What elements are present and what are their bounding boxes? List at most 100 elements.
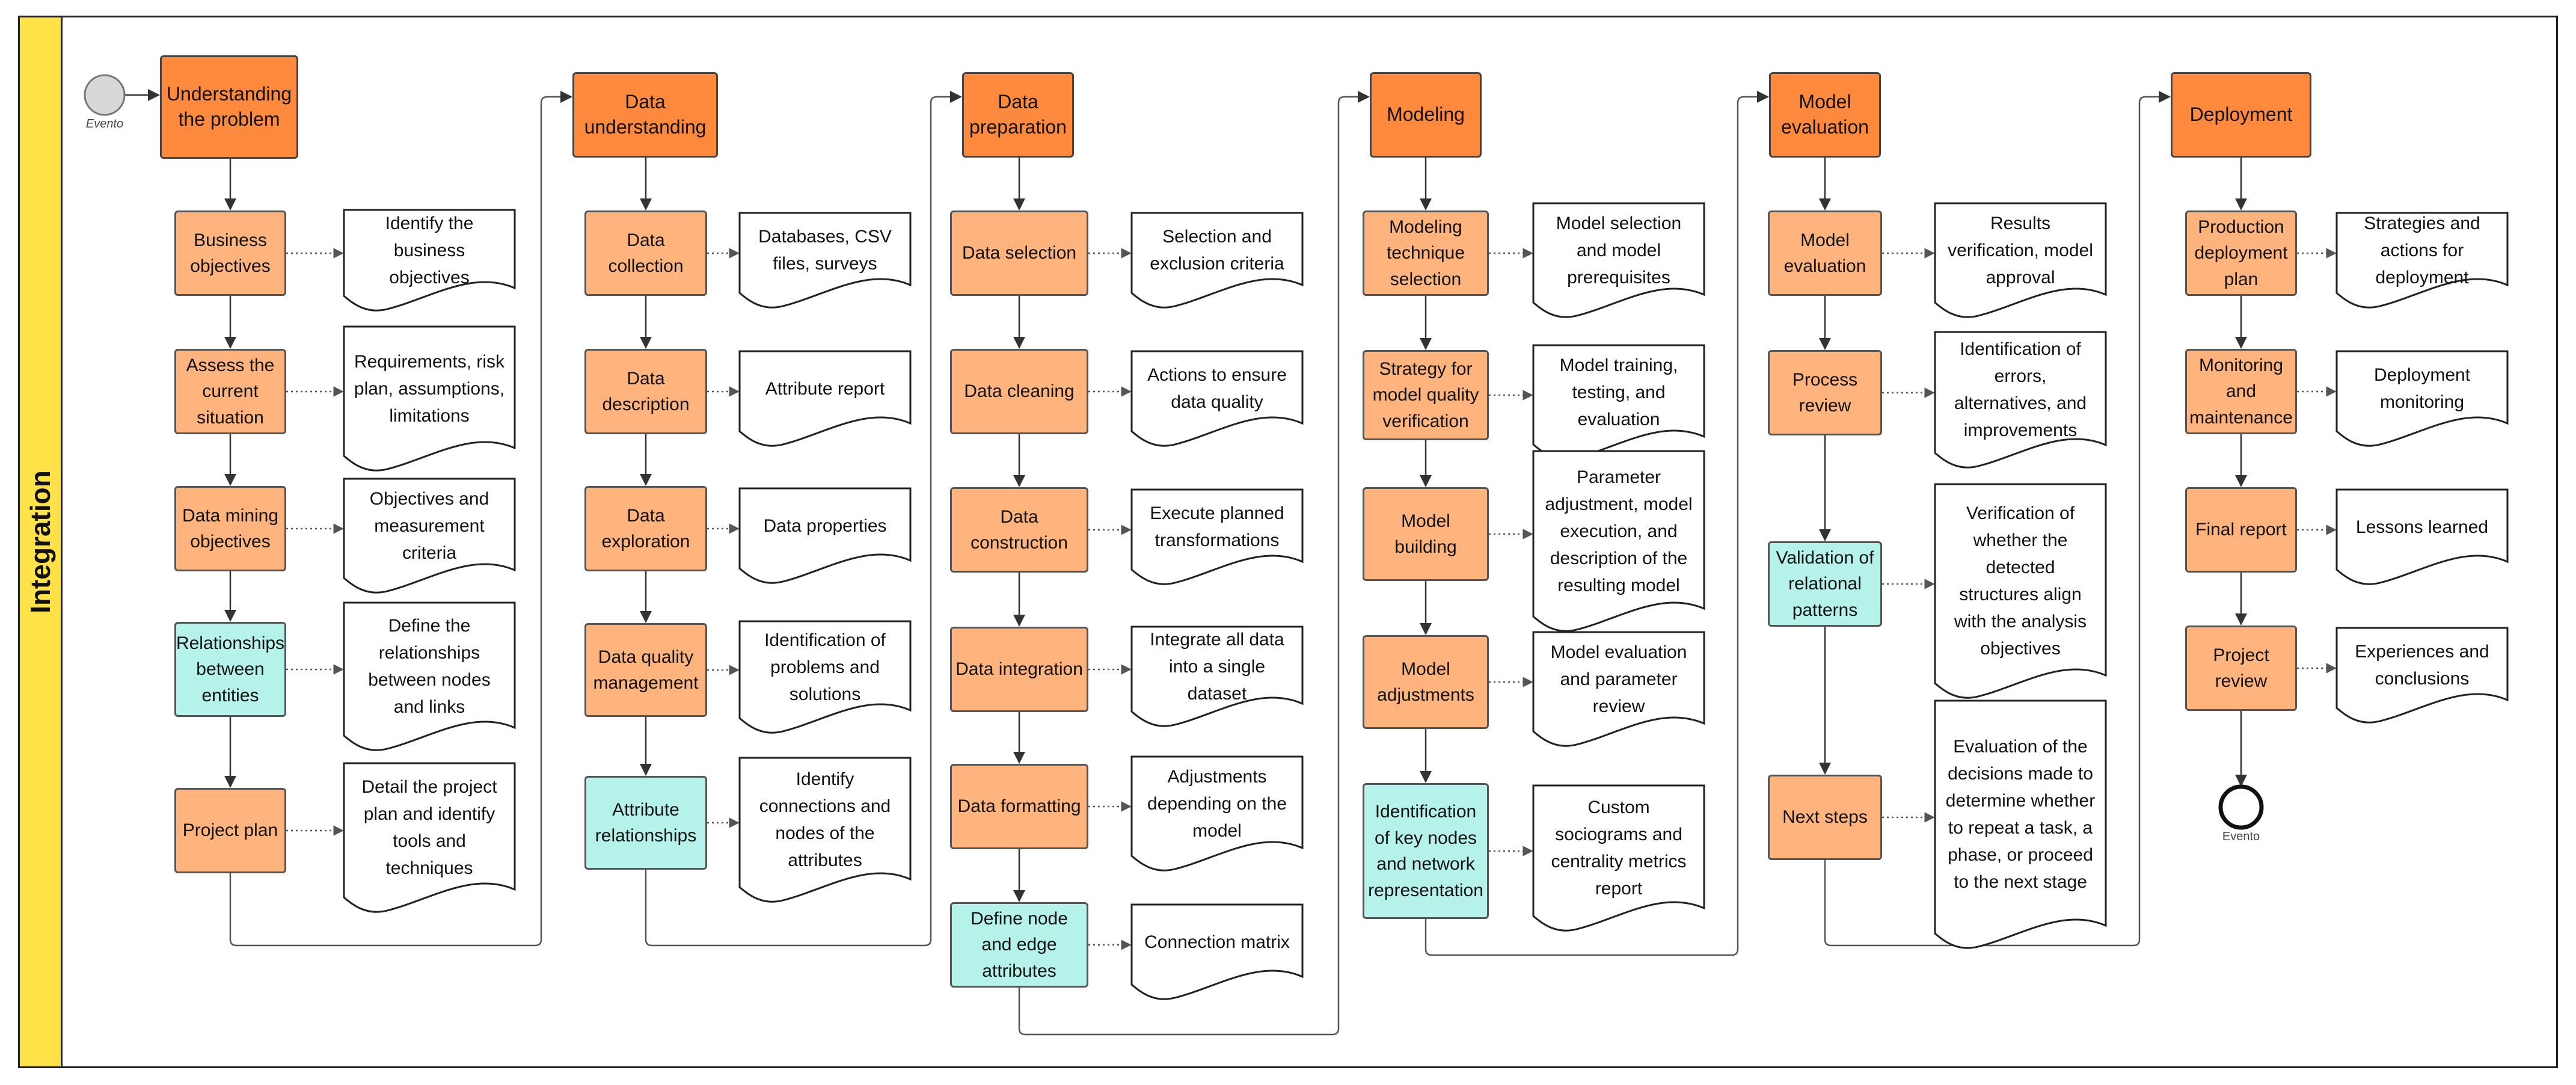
document-shape	[2335, 627, 2509, 724]
document-next-steps[interactable]: Evaluation of the decisions made to dete…	[1945, 737, 2096, 892]
phase-understanding-the-problem[interactable]: Understanding the problem	[160, 55, 298, 159]
document-project-plan[interactable]: Detail the project plan and identify too…	[361, 777, 497, 878]
task-data-integration[interactable]: Data integration	[950, 627, 1088, 712]
document-data-integration[interactable]: Integrate all data into a single dataset	[1150, 629, 1284, 704]
document-data-description[interactable]: Attribute report	[765, 378, 885, 399]
document-shape	[343, 762, 516, 913]
document-data-mining-objectives[interactable]: Objectives and measurement criteria	[369, 488, 489, 563]
document-data-cleaning[interactable]: Actions to ensure data quality	[1147, 365, 1287, 412]
task-identification-of-key-nodes-and-network-representation[interactable]: Identification of key nodes and network …	[1363, 783, 1489, 919]
document-model-evaluation[interactable]: Results verification, model approval	[1948, 213, 2093, 287]
document-shape	[738, 212, 912, 309]
document-strategy-for-model-quality-verification[interactable]: Model training, testing, and evaluation	[1559, 355, 1678, 429]
document-shape	[1532, 202, 1705, 318]
document-shape	[2335, 212, 2509, 309]
task-next-steps[interactable]: Next steps	[1768, 775, 1882, 860]
document-shape	[1130, 625, 1304, 727]
document-production-deployment-plan[interactable]: Strategies and actions for deployment	[2364, 213, 2480, 287]
document-shape	[343, 478, 516, 594]
task-model-evaluation[interactable]: Model evaluation	[1768, 211, 1882, 296]
document-data-collection[interactable]: Databases, CSV files, surveys	[758, 227, 892, 274]
task-define-node-and-edge-attributes[interactable]: Define node and edge attributes	[950, 902, 1088, 988]
phase-transition-flow	[1018, 91, 1370, 1036]
document-attribute-relationships[interactable]: Identify connections and nodes of the at…	[759, 769, 891, 870]
lane-header	[18, 16, 63, 1068]
task-validation-of-relational-patterns[interactable]: Validation of relational patterns	[1768, 541, 1882, 627]
task-data-exploration[interactable]: Data exploration	[584, 486, 707, 571]
task-process-review[interactable]: Process review	[1768, 350, 1882, 435]
task-data-description[interactable]: Data description	[584, 349, 707, 434]
task-strategy-for-model-quality-verification[interactable]: Strategy for model quality verification	[1363, 350, 1489, 440]
task-data-formatting[interactable]: Data formatting	[950, 764, 1088, 849]
phase-transition-flow	[1824, 91, 2171, 947]
document-process-review[interactable]: Identification of errors, alternatives, …	[1954, 339, 2087, 440]
document-final-report[interactable]: Lessons learned	[2355, 517, 2489, 537]
document-shape	[1532, 631, 1705, 747]
task-monitoring-and-maintenance[interactable]: Monitoring and maintenance	[2185, 349, 2297, 434]
phase-model-evaluation[interactable]: Model evaluation	[1769, 72, 1881, 158]
task-final-report[interactable]: Final report	[2185, 487, 2297, 573]
start-event-label: Evento	[85, 117, 124, 131]
task-data-mining-objectives[interactable]: Data mining objectives	[174, 486, 286, 571]
task-attribute-relationships[interactable]: Attribute relationships	[584, 776, 707, 870]
document-monitoring-and-maintenance[interactable]: Deployment monitoring	[2373, 365, 2471, 412]
task-model-adjustments[interactable]: Model adjustments	[1363, 635, 1489, 729]
document-shape	[343, 601, 516, 751]
task-relationships-between-entities[interactable]: Relationships between entities	[174, 622, 286, 717]
document-modeling-technique-selection[interactable]: Model selection and model prerequisites	[1556, 213, 1682, 287]
phase-deployment[interactable]: Deployment	[2171, 72, 2311, 158]
phase-modeling[interactable]: Modeling	[1370, 72, 1482, 158]
document-shape	[738, 757, 912, 903]
document-shape	[1934, 483, 2107, 699]
document-shape	[1130, 212, 1304, 309]
document-identification-of-key-nodes-and-network-representation[interactable]: Custom sociograms and centrality metrics…	[1551, 798, 1687, 899]
document-data-exploration[interactable]: Data properties	[763, 515, 887, 536]
document-shape	[343, 325, 516, 472]
task-assess-the-current-situation[interactable]: Assess the current situation	[174, 349, 286, 434]
document-shape	[738, 350, 912, 447]
document-data-formatting[interactable]: Adjustments depending on the model	[1147, 766, 1287, 841]
document-shape	[1130, 488, 1304, 585]
document-shape	[738, 487, 912, 584]
document-model-building[interactable]: Parameter adjustment, model execution, a…	[1545, 467, 1693, 595]
document-business-objectives[interactable]: Identify the business objectives	[385, 213, 474, 287]
document-shape	[1532, 450, 1705, 632]
task-data-collection[interactable]: Data collection	[584, 211, 707, 296]
document-data-construction[interactable]: Execute planned transformations	[1150, 503, 1284, 550]
document-shape	[1532, 784, 1705, 932]
task-production-deployment-plan[interactable]: Production deployment plan	[2185, 211, 2297, 296]
phase-transition-flow	[645, 91, 962, 947]
task-data-construction[interactable]: Data construction	[950, 487, 1088, 573]
document-data-selection[interactable]: Selection and exclusion criteria	[1150, 227, 1284, 274]
document-shape	[2335, 488, 2509, 585]
document-shape	[343, 209, 516, 312]
document-define-node-and-edge-attributes[interactable]: Connection matrix	[1144, 932, 1290, 952]
document-shape	[1130, 903, 1304, 1000]
document-shape	[2335, 350, 2509, 447]
task-data-selection[interactable]: Data selection	[950, 211, 1088, 296]
phase-transition-flow	[229, 91, 572, 947]
phase-transition-flow	[1424, 91, 1769, 956]
document-project-review[interactable]: Experiences and conclusions	[2355, 642, 2489, 689]
document-shape	[1934, 202, 2107, 318]
document-validation-of-relational-patterns[interactable]: Verification of whether the detected str…	[1954, 503, 2087, 659]
document-relationships-between-entities[interactable]: Define the relationships between nodes a…	[368, 616, 491, 717]
task-project-plan[interactable]: Project plan	[174, 788, 286, 873]
document-shape	[1130, 350, 1304, 447]
task-project-review[interactable]: Project review	[2185, 625, 2297, 711]
task-data-quality-management[interactable]: Data quality management	[584, 623, 707, 717]
phase-data-preparation[interactable]: Data preparation	[962, 72, 1074, 158]
task-model-building[interactable]: Model building	[1363, 487, 1489, 581]
document-shape	[1934, 699, 2107, 949]
phase-data-understanding[interactable]: Data understanding	[572, 72, 718, 158]
document-shape	[738, 620, 912, 734]
task-modeling-technique-selection[interactable]: Modeling technique selection	[1363, 211, 1489, 296]
document-assess-the-current-situation[interactable]: Requirements, risk plan, assumptions, li…	[354, 351, 505, 426]
task-business-objectives[interactable]: Business objectives	[174, 211, 286, 296]
document-model-adjustments[interactable]: Model evaluation and parameter review	[1550, 642, 1687, 716]
document-data-quality-management[interactable]: Identification of problems and solutions	[764, 630, 886, 704]
task-data-cleaning[interactable]: Data cleaning	[950, 349, 1088, 434]
start-event	[84, 74, 126, 116]
end-event	[2218, 784, 2264, 830]
